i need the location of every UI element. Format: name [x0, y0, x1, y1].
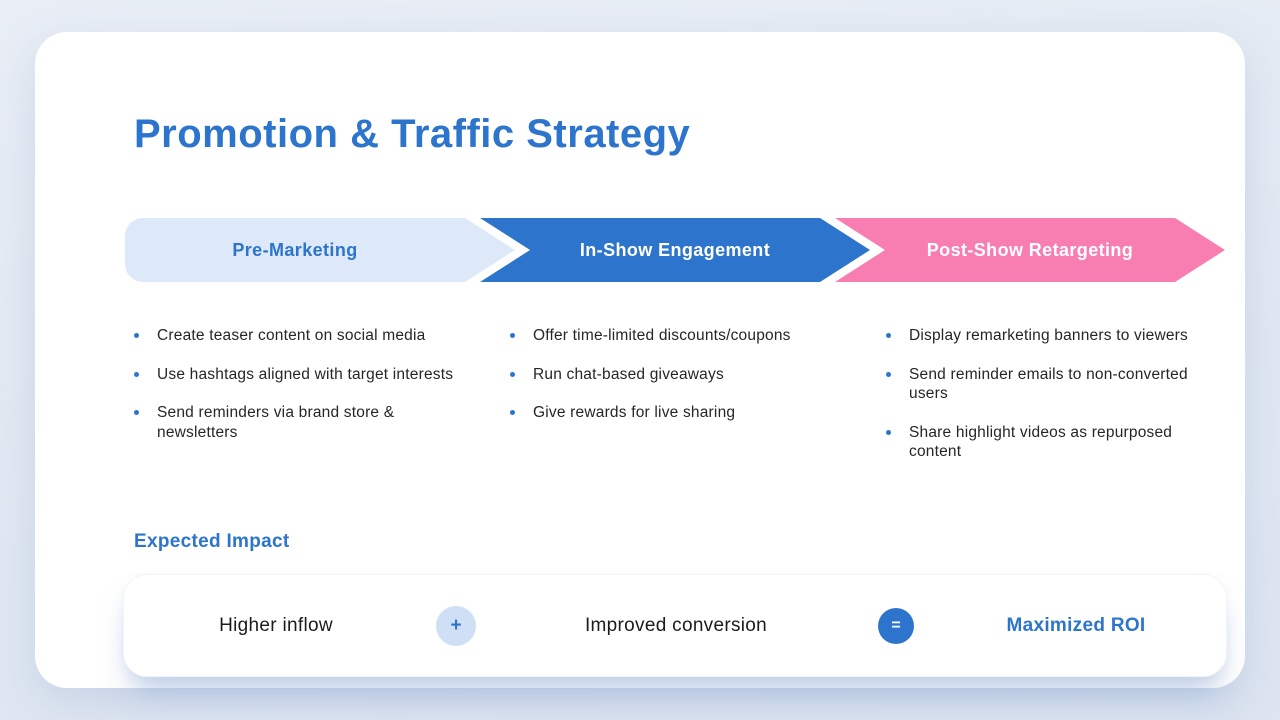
arrow-label-pre-marketing: Pre-Marketing	[232, 239, 358, 260]
bullet-list: Offer time-limited discounts/coupons Run…	[503, 326, 839, 423]
stage-column-post-show-retargeting: Display remarketing banners to viewers S…	[879, 326, 1215, 481]
bullet-item: Send reminders via brand store & newslet…	[127, 403, 463, 442]
impact-item-improved-conversion: Improved conversion	[584, 614, 768, 636]
bullet-list: Create teaser content on social media Us…	[127, 326, 463, 442]
arrow-in-show-engagement	[480, 218, 870, 282]
impact-card: Higher inflow + Improved conversion = Ma…	[123, 574, 1227, 677]
bullet-item: Run chat-based giveaways	[503, 365, 839, 385]
bullet-item: Use hashtags aligned with target interes…	[127, 365, 463, 385]
bullet-item: Display remarketing banners to viewers	[879, 326, 1215, 346]
plus-icon: +	[436, 605, 476, 646]
slide-title: Promotion & Traffic Strategy	[134, 112, 691, 156]
stage-column-in-show-engagement: Offer time-limited discounts/coupons Run…	[503, 326, 839, 442]
bullet-item: Offer time-limited discounts/coupons	[503, 326, 839, 346]
impact-heading: Expected Impact	[134, 531, 290, 552]
arrow-post-show-retargeting	[835, 218, 1225, 282]
arrow-label-post-show-retargeting: Post-Show Retargeting	[926, 239, 1134, 260]
slide-card: Promotion & Traffic Strategy Pre-Marketi…	[35, 32, 1245, 688]
bullet-item: Share highlight videos as repurposed con…	[879, 423, 1215, 462]
process-arrows: Pre-Marketing In-Show Engagement Post-Sh…	[125, 218, 1225, 282]
bullet-item: Send reminder emails to non-converted us…	[879, 365, 1215, 404]
arrow-pre-marketing-shape	[125, 218, 465, 282]
impact-item-maximized-roi: Maximized ROI	[1006, 614, 1146, 636]
bullet-item: Create teaser content on social media	[127, 326, 463, 346]
stage-column-pre-marketing: Create teaser content on social media Us…	[127, 326, 463, 461]
impact-item-higher-inflow: Higher inflow	[219, 614, 333, 636]
bullet-list: Display remarketing banners to viewers S…	[879, 326, 1215, 462]
bullet-item: Give rewards for live sharing	[503, 403, 839, 423]
equals-icon: =	[878, 607, 914, 644]
arrow-label-in-show-engagement: In-Show Engagement	[579, 239, 771, 260]
